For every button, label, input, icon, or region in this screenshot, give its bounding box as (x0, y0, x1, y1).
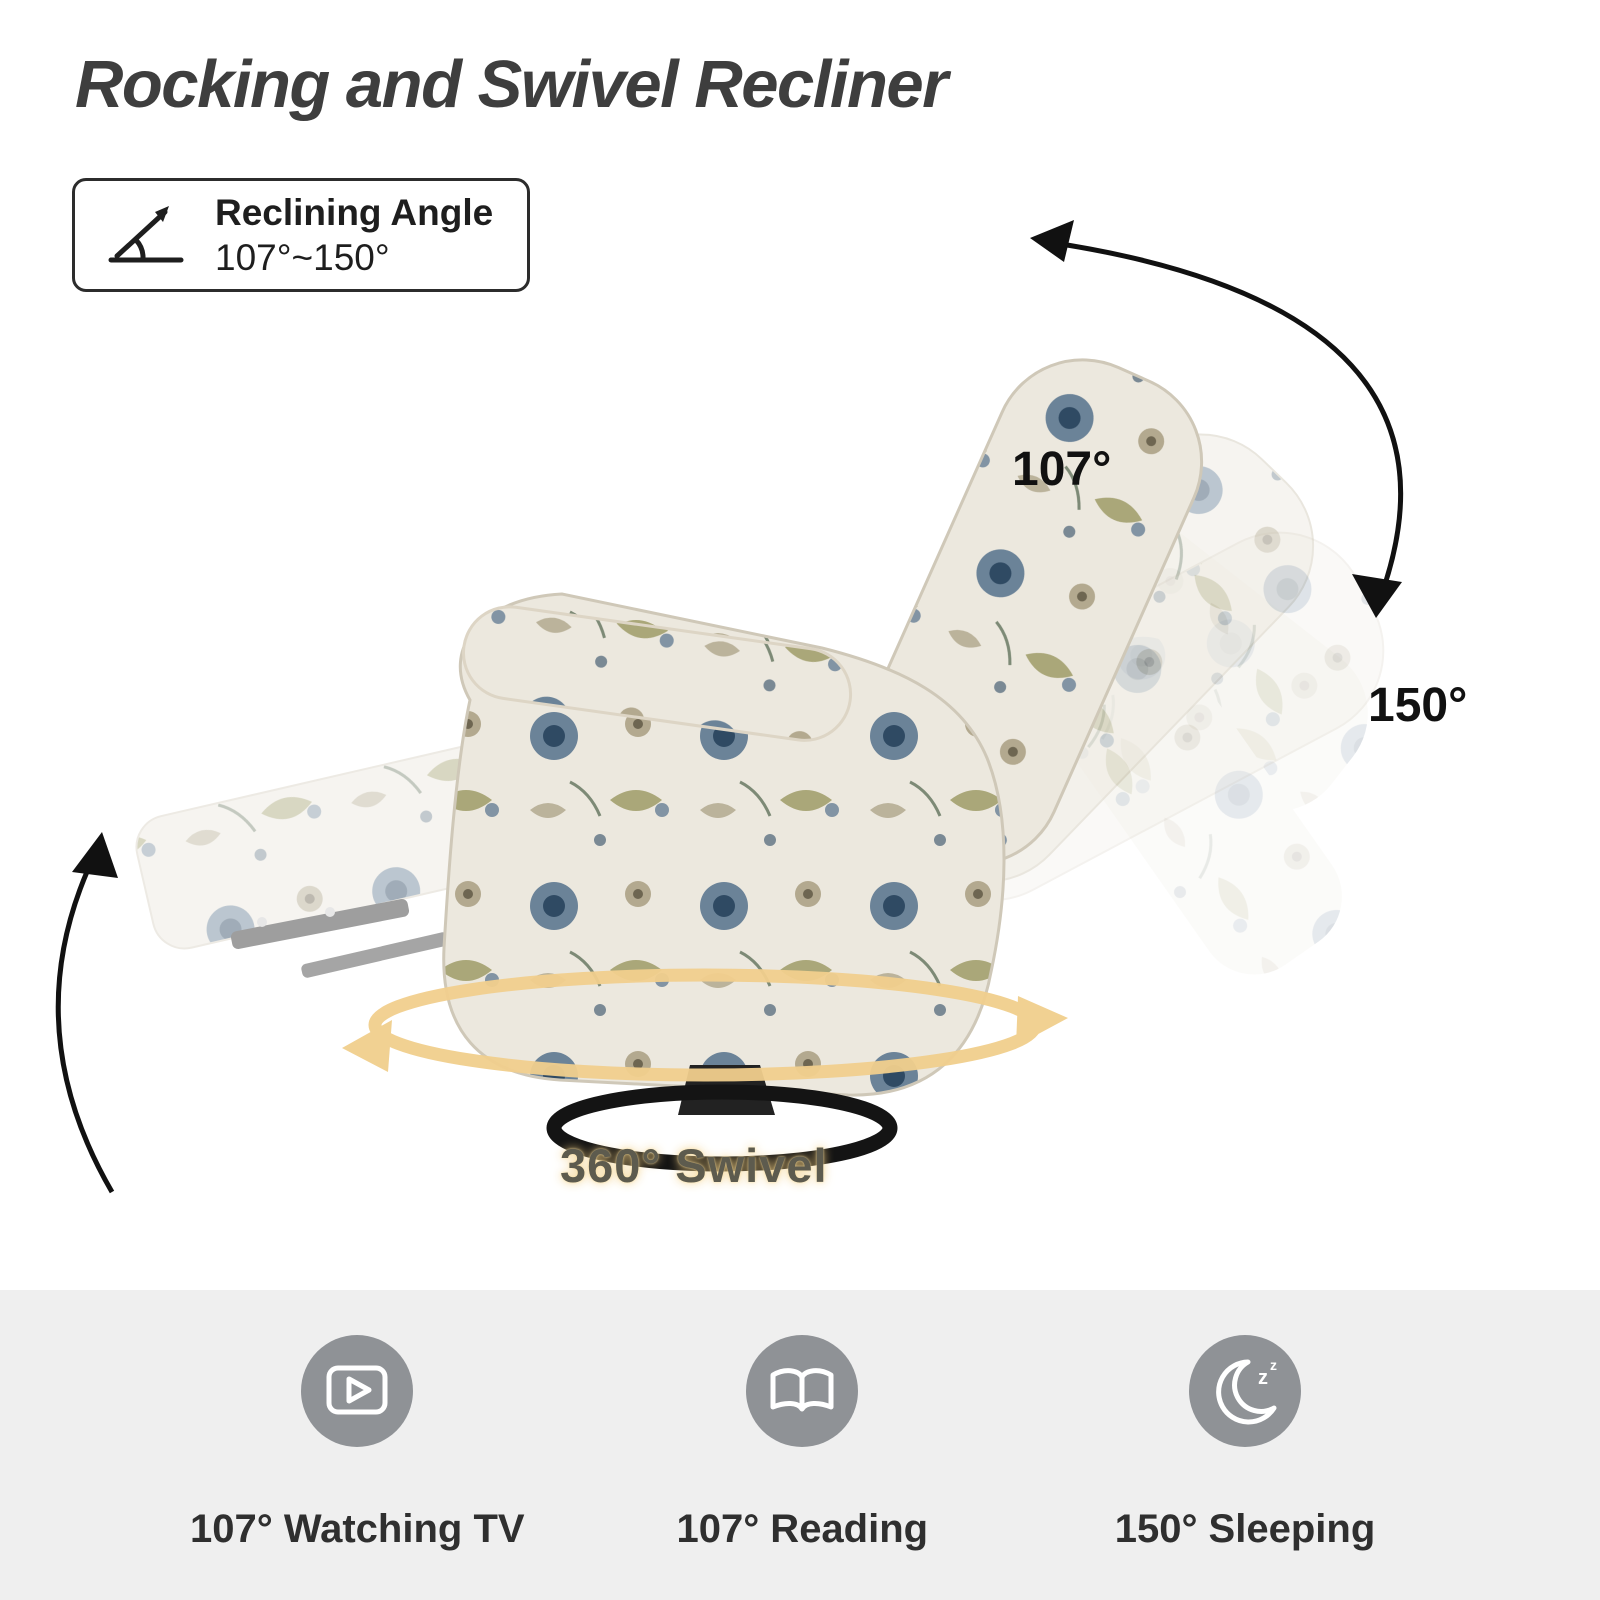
feature-label-reading: 107° Reading (676, 1507, 929, 1551)
page-title: Rocking and Swivel Recliner (75, 47, 948, 122)
swivel-label: 360° Swivel (560, 1139, 828, 1192)
recliner-diagram-svg (55, 220, 1404, 1194)
feature-label-watching-tv: 107° Watching TV (190, 1507, 525, 1551)
angle-107-label: 107° (1012, 443, 1112, 496)
recline-angle-arrow (1030, 220, 1404, 618)
feature-sleeping: z z 150° Sleeping (1080, 1332, 1410, 1552)
reclining-angle-icon (103, 198, 189, 272)
recliner-body (442, 592, 1006, 1097)
open-book-icon (743, 1332, 861, 1455)
svg-text:z: z (1258, 1367, 1268, 1389)
feature-reading: 107° Reading (637, 1332, 967, 1552)
svg-text:z: z (1270, 1357, 1277, 1373)
swivel-arrow-ellipse (342, 968, 1068, 1082)
tv-play-icon (298, 1332, 416, 1455)
moon-sleep-icon: z z (1186, 1332, 1304, 1455)
recliner-illustration: 107° 150° 360° Swivel (0, 180, 1600, 1290)
badge-label: Reclining Angle (215, 191, 494, 233)
feature-label-sleeping: 150° Sleeping (1114, 1507, 1376, 1551)
badge-range: 107°~150° (215, 237, 390, 278)
feature-watching-tv: 107° Watching TV (190, 1332, 525, 1552)
reclining-angle-badge: Reclining Angle 107°~150° (72, 178, 530, 292)
rocking-arrow (55, 832, 118, 1194)
angle-150-label: 150° (1368, 679, 1468, 732)
badge-text: Reclining Angle 107°~150° (215, 190, 493, 280)
features-strip: 107° Watching TV 107° Reading z z (0, 1290, 1600, 1600)
ghost-footrest (135, 745, 516, 978)
